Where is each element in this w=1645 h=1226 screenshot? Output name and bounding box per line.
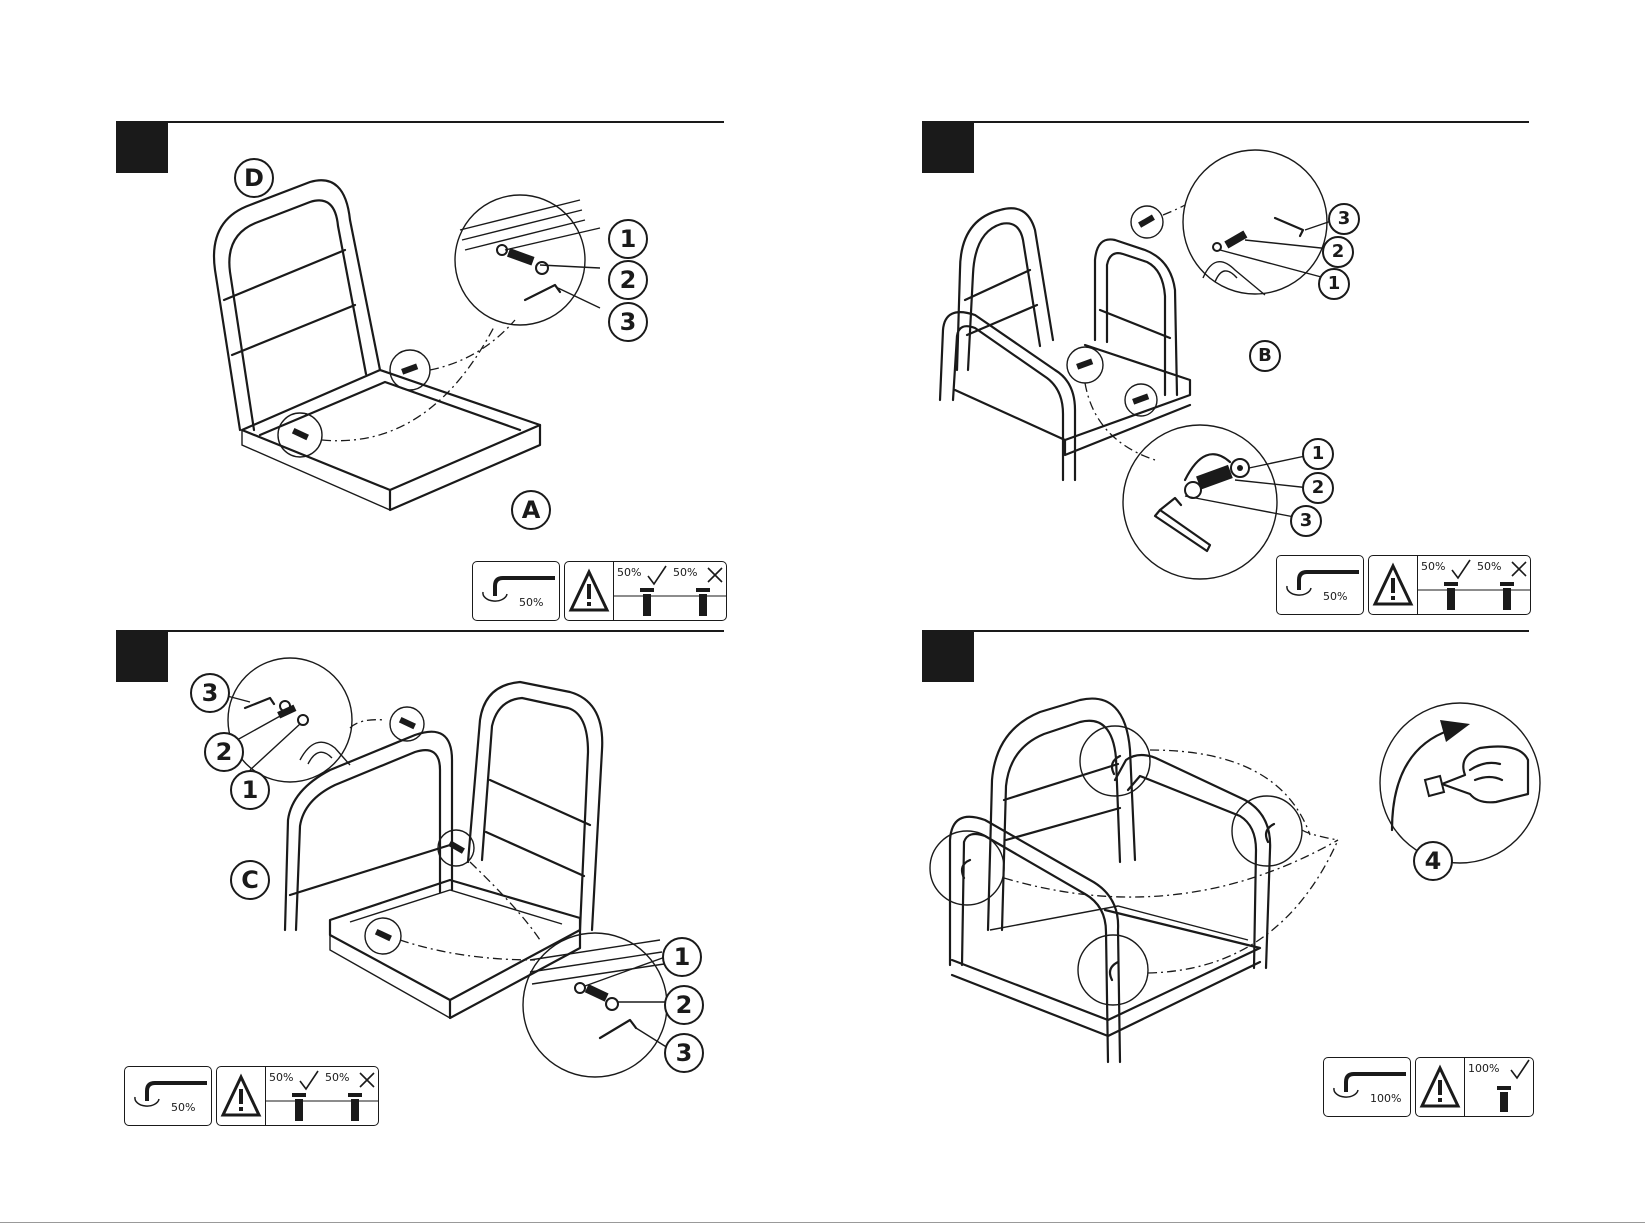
step-1-allen-key-panel: 50% xyxy=(472,561,560,621)
page-bottom-rule xyxy=(0,1222,1645,1223)
step-2-check-bad-label: 50% xyxy=(1477,560,1501,573)
step-3-allen-key-panel: 50% xyxy=(124,1066,212,1126)
step-1-callout-2: 2 xyxy=(608,260,648,300)
warning-triangle-icon xyxy=(217,1067,265,1127)
step-2-check-ok-label: 50% xyxy=(1421,560,1445,573)
part-label-d: D xyxy=(234,158,274,198)
step-2-torque-label: 50% xyxy=(1323,590,1347,603)
step-1-torque-label: 50% xyxy=(519,596,543,609)
step-3-warning-panel: 50% 50% xyxy=(216,1066,379,1126)
step-2-bottom-callout-2: 2 xyxy=(1302,472,1334,504)
step-3-right-callout-1: 1 xyxy=(662,937,702,977)
step-4-diagram xyxy=(930,690,1545,1080)
allen-key-icon xyxy=(125,1067,213,1127)
step-3-torque-label: 50% xyxy=(171,1101,195,1114)
step-4-warning-panel: 100% xyxy=(1415,1057,1534,1117)
step-1-number-box xyxy=(116,121,168,173)
warning-triangle-icon xyxy=(565,562,613,622)
step-4-torque-label: 100% xyxy=(1370,1092,1401,1105)
step-3-check-bad-label: 50% xyxy=(325,1071,349,1084)
step-1-check-ok-label: 50% xyxy=(617,566,641,579)
step-1-torque-badge: 50% 50% 50% xyxy=(472,561,727,621)
step-3-right-callout-2: 2 xyxy=(664,985,704,1025)
allen-key-icon xyxy=(1277,556,1365,616)
step-2-rule xyxy=(922,121,1529,123)
part-label-c: C xyxy=(230,860,270,900)
allen-key-icon xyxy=(473,562,561,622)
step-2-top-callout-2: 2 xyxy=(1322,236,1354,268)
step-4-check-ok-label: 100% xyxy=(1468,1062,1499,1075)
warning-triangle-icon xyxy=(1416,1058,1464,1118)
step-1-check-bad-label: 50% xyxy=(673,566,697,579)
step-1-callout-1: 1 xyxy=(608,219,648,259)
allen-key-icon xyxy=(1324,1058,1412,1118)
step-2-top-callout-1: 1 xyxy=(1318,268,1350,300)
part-label-b: B xyxy=(1249,340,1281,372)
step-2-bottom-callout-1: 1 xyxy=(1302,438,1334,470)
step-1-rule xyxy=(116,121,724,123)
step-3-check-ok-label: 50% xyxy=(269,1071,293,1084)
warning-triangle-icon xyxy=(1369,556,1417,616)
step-3-left-callout-2: 2 xyxy=(204,732,244,772)
step-3-torque-badge: 50% 50% 50% xyxy=(124,1066,379,1126)
step-4-allen-key-panel: 100% xyxy=(1323,1057,1411,1117)
step-1-diagram xyxy=(180,160,720,530)
step-4-rule xyxy=(922,630,1529,632)
step-1-warning-panel: 50% 50% xyxy=(564,561,727,621)
step-4-torque-badge: 100% 100% xyxy=(1323,1057,1534,1117)
step-4-number-box xyxy=(922,630,974,682)
step-2-warning-panel: 50% 50% xyxy=(1368,555,1531,615)
step-3-number-box xyxy=(116,630,168,682)
step-3-diagram xyxy=(190,640,720,1090)
step-3-left-callout-3: 3 xyxy=(190,673,230,713)
step-1-callout-3: 3 xyxy=(608,302,648,342)
step-3-left-callout-1: 1 xyxy=(230,770,270,810)
step-3-right-callout-3: 3 xyxy=(664,1033,704,1073)
part-label-a: A xyxy=(511,490,551,530)
step-2-allen-key-panel: 50% xyxy=(1276,555,1364,615)
step-2-top-callout-3: 3 xyxy=(1328,203,1360,235)
step-2-bottom-callout-3: 3 xyxy=(1290,505,1322,537)
step-2-torque-badge: 50% 50% 50% xyxy=(1276,555,1531,615)
step-4-callout-4: 4 xyxy=(1413,841,1453,881)
step-3-rule xyxy=(116,630,724,632)
